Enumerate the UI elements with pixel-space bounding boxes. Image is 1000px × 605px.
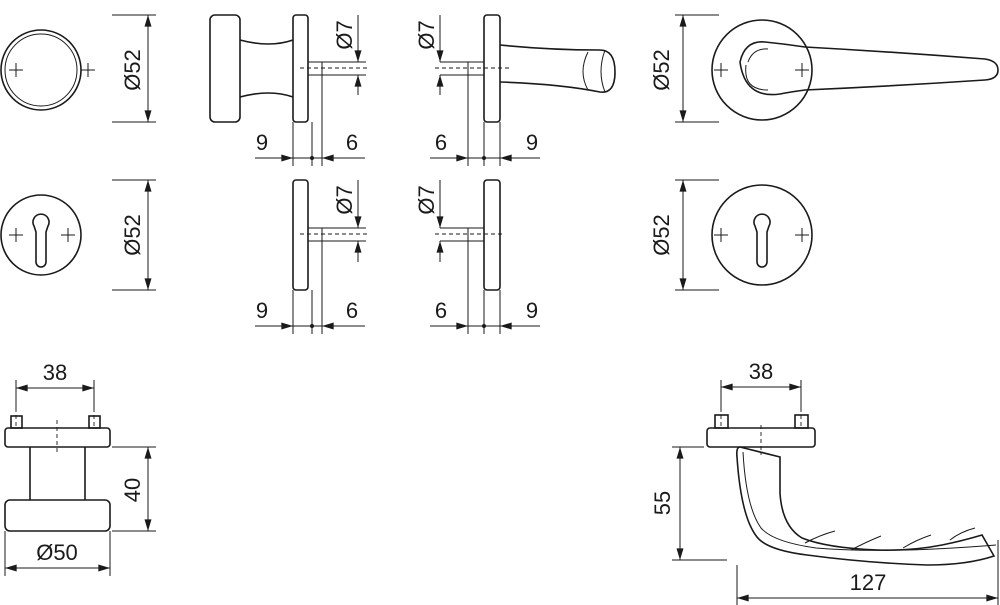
- dim-projection: 55: [650, 491, 675, 515]
- lever-elevation-view: 38 55 127: [650, 359, 999, 605]
- dim-right-offset: 6: [346, 130, 358, 155]
- dim-left-offset: 6: [435, 298, 447, 323]
- lever-front-view: Ø52: [649, 14, 999, 123]
- knob-rose-front-view: Ø52: [0, 14, 156, 123]
- dim-left-offset: 9: [256, 298, 268, 323]
- dim-spindle-diameter: Ø7: [414, 20, 439, 49]
- knob-elevation-view: 38 40 Ø50: [4, 360, 156, 576]
- dim-fixing-spacing: 38: [43, 360, 67, 385]
- knob-side-view: Ø7 9 6: [209, 14, 370, 166]
- dim-fixing-spacing: 38: [749, 359, 773, 384]
- dim-projection: 40: [120, 478, 145, 502]
- dim-key-rose-diameter: Ø52: [649, 214, 674, 256]
- dim-spindle-diameter: Ø7: [414, 185, 439, 214]
- dim-rose-diameter: Ø52: [649, 49, 674, 91]
- dim-spindle-diameter: Ø7: [332, 20, 357, 49]
- key-rose-front-view-right: Ø52: [649, 179, 813, 291]
- key-rose-front-view: Ø52: [0, 179, 156, 291]
- dim-key-rose-diameter: Ø52: [120, 214, 145, 256]
- dim-lever-length: 127: [850, 570, 887, 595]
- dim-knob-diameter: Ø50: [36, 540, 78, 565]
- dim-left-offset: 6: [435, 130, 447, 155]
- dim-left-offset: 9: [256, 130, 268, 155]
- lever-side-view: Ø7 6 9: [414, 14, 616, 166]
- dim-spindle-diameter: Ø7: [332, 185, 357, 214]
- key-rose-side-view-left: Ø7 9 6: [255, 179, 370, 334]
- dim-rose-diameter: Ø52: [120, 49, 145, 91]
- dim-right-offset: 9: [526, 130, 538, 155]
- dim-right-offset: 6: [346, 298, 358, 323]
- dim-right-offset: 9: [526, 298, 538, 323]
- key-rose-side-view-right: Ø7 6 9: [414, 179, 540, 334]
